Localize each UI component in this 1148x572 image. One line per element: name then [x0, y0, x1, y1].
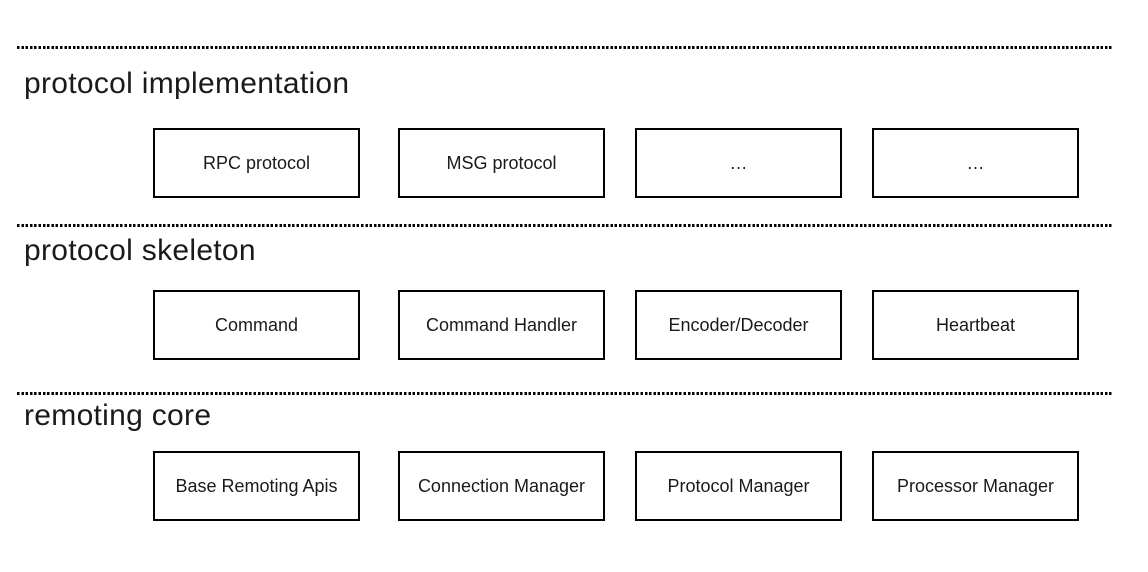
- node-connection-manager: Connection Manager: [398, 451, 605, 521]
- layer-title: remoting core: [24, 399, 212, 432]
- node-ellipsis-1: …: [635, 128, 842, 198]
- node-rpc-protocol: RPC protocol: [153, 128, 360, 198]
- node-command: Command: [153, 290, 360, 360]
- box-row: Base Remoting Apis Connection Manager Pr…: [153, 451, 1079, 521]
- node-encoder-decoder: Encoder/Decoder: [635, 290, 842, 360]
- dotted-divider: [17, 392, 1113, 395]
- node-msg-protocol: MSG protocol: [398, 128, 605, 198]
- layer-title: protocol skeleton: [24, 234, 256, 267]
- node-ellipsis-2: …: [872, 128, 1079, 198]
- node-heartbeat: Heartbeat: [872, 290, 1079, 360]
- layer-title: protocol implementation: [24, 67, 350, 100]
- node-processor-manager: Processor Manager: [872, 451, 1079, 521]
- node-protocol-manager: Protocol Manager: [635, 451, 842, 521]
- box-row: Command Command Handler Encoder/Decoder …: [153, 290, 1079, 360]
- dotted-divider: [17, 224, 1113, 227]
- node-command-handler: Command Handler: [398, 290, 605, 360]
- dotted-divider: [17, 46, 1113, 49]
- node-base-remoting-apis: Base Remoting Apis: [153, 451, 360, 521]
- box-row: RPC protocol MSG protocol … …: [153, 128, 1079, 198]
